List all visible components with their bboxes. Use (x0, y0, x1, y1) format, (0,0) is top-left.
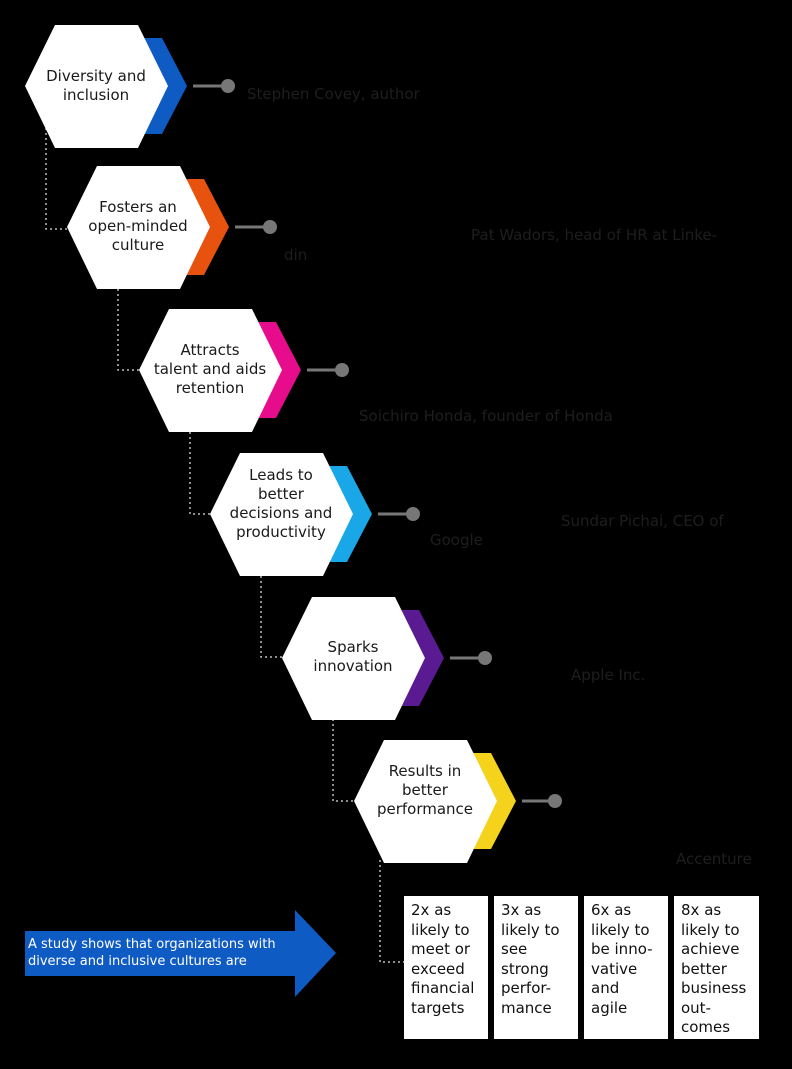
attribution-sundar-pichai: Sundar Pichai, CEO of (561, 512, 724, 530)
step-6 (354, 740, 562, 863)
study-arrow-text: A study shows that organizations with di… (28, 937, 276, 969)
study-arrow (25, 910, 336, 997)
step-4-label: Leads to better decisions and productivi… (229, 466, 333, 541)
step-2-pointer-dot (263, 220, 277, 234)
connector-3 (189, 432, 212, 515)
connector-5 (332, 719, 355, 802)
step-2 (67, 166, 277, 289)
step-3-pointer-dot (335, 363, 349, 377)
step-5-hexagon (282, 597, 425, 720)
step-1-pointer-dot (221, 79, 235, 93)
attribution-sundar-pichai-cont: Google (430, 531, 483, 549)
step-6-label: Results in better performance (376, 762, 474, 818)
step-1-label: Diversity and inclusion (46, 67, 146, 104)
step-3-label: Attracts talent and aids retention (153, 341, 267, 397)
attribution-accenture: Accenture (676, 850, 752, 868)
step-4-hexagon (210, 453, 353, 576)
step-2-label: Fosters an open-minded culture (88, 198, 188, 254)
stat-box-innovative: 6x as likely to be inno- vative and agil… (584, 896, 668, 1039)
step-5 (282, 597, 492, 720)
step-3-hexagon (139, 309, 282, 432)
step-4 (210, 453, 420, 576)
step-5-pointer-dot (478, 651, 492, 665)
step-2-hexagon (67, 166, 210, 289)
connector-1 (45, 128, 68, 230)
stat-box-financial: 2x as likely to meet or exceed financial… (404, 896, 488, 1039)
step-1 (25, 25, 235, 148)
attribution-pat-wadors-cont: din (284, 246, 308, 264)
stat-box-business: 8x as likely to achieve better business … (674, 896, 759, 1039)
connector-2 (117, 289, 140, 371)
step-5-label: Sparks innovation (313, 638, 393, 675)
stat-box-performance: 3x as likely to see strong perfor- mance (494, 896, 578, 1039)
step-6-pointer-dot (548, 794, 562, 808)
step-3 (139, 309, 349, 432)
connector-6 (379, 860, 404, 963)
step-6-hexagon (354, 740, 497, 863)
connector-4 (260, 576, 283, 658)
attribution-soichiro-honda: Soichiro Honda, founder of Honda (359, 407, 613, 425)
step-1-hexagon (25, 25, 168, 148)
attribution-stephen-covey: Stephen Covey, author (247, 85, 420, 103)
step-4-pointer-dot (406, 507, 420, 521)
attribution-pat-wadors: Pat Wadors, head of HR at Linke- (471, 226, 718, 244)
attribution-apple: Apple Inc. (571, 666, 646, 684)
dotted-connectors (45, 128, 404, 963)
